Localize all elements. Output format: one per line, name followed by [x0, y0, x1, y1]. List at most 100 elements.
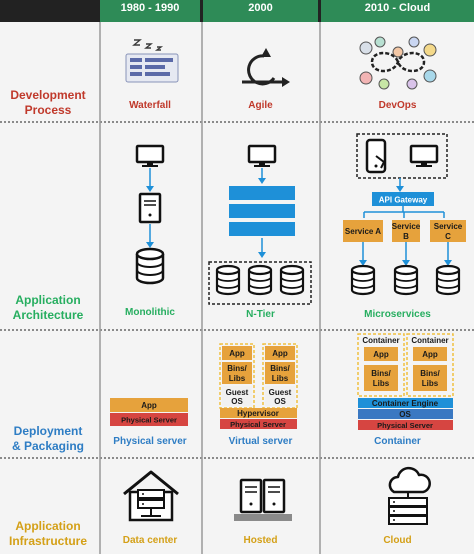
- arrow-head: [258, 252, 266, 258]
- container-server-box: [358, 420, 453, 430]
- row-label-deployment: Deployment & Packaging: [0, 424, 96, 454]
- c1-bins-box: [364, 365, 398, 391]
- c1-bins-line2: Libs: [373, 379, 390, 388]
- caption-hosted: Hosted: [243, 535, 278, 546]
- service-db-arrows: [362, 242, 449, 262]
- vm1-app-label: App: [229, 349, 245, 358]
- mobile-phone-icon: [365, 138, 387, 174]
- database-icon: [435, 264, 461, 296]
- api-gateway-label: API Gateway: [379, 196, 428, 205]
- virtual-server-label: Physical Server: [230, 420, 286, 429]
- row-label-infrastructure-line1: Application: [15, 519, 81, 533]
- row-label-deployment-line1: Deployment: [13, 424, 83, 438]
- c2-bins-line2: Libs: [422, 379, 439, 388]
- caption-microservices: Microservices: [364, 309, 431, 320]
- vm1-app-box: [222, 346, 252, 360]
- header-1980: 1980 - 1990: [120, 2, 180, 14]
- container-box-1: [357, 333, 405, 397]
- tier-stack: [229, 186, 295, 236]
- gateway-connectors: [363, 206, 445, 218]
- service-db-arrowheads: [359, 260, 452, 266]
- monitor-icon: [247, 144, 277, 167]
- hypervisor-box: [220, 408, 297, 418]
- caption-virtual-server: Virtual server: [228, 436, 293, 447]
- vm2-os-label: OS: [274, 397, 286, 406]
- caption-container: Container: [374, 436, 421, 447]
- header-cell-2010: [321, 0, 474, 22]
- vm1-os-label: OS: [231, 397, 243, 406]
- monitor-icon: [135, 144, 165, 167]
- vm1-guest-label: Guest: [226, 388, 249, 397]
- database-icon: [279, 264, 305, 296]
- header-2000: 2000: [248, 2, 273, 14]
- agile-cycle-icon: [242, 48, 290, 87]
- row-label-infrastructure-line2: Infrastructure: [8, 534, 88, 548]
- row-label-development-line2: Process: [24, 103, 72, 117]
- caption-ntier: N-Tier: [246, 309, 275, 320]
- client-box: [356, 133, 448, 179]
- c1-bins-line1: Bins/: [371, 369, 391, 378]
- database-icon: [350, 264, 376, 296]
- caption-waterfall: Waterfall: [129, 100, 171, 111]
- container2-label: Container: [411, 336, 448, 345]
- service-b-label-line1: Service: [392, 222, 421, 231]
- api-gateway-box: [372, 192, 434, 206]
- c2-app-box: [413, 347, 447, 361]
- c2-bins-box: [413, 365, 447, 391]
- vm1-bins-label-line1: Bins/: [227, 364, 247, 373]
- container-server-label: Physical Server: [377, 421, 433, 430]
- service-c-box: [430, 220, 466, 242]
- physical-server-label: Physical Server: [121, 416, 177, 425]
- caption-datacenter: Data center: [122, 535, 178, 546]
- vm1-bins-label-line2: Libs: [229, 374, 246, 383]
- db-cluster-box: [208, 261, 312, 305]
- arrow-head: [146, 186, 154, 192]
- monitor-icon: [409, 144, 439, 167]
- arrow-head: [396, 186, 404, 192]
- cloud-icon: [388, 466, 431, 525]
- c2-bins-line1: Bins/: [420, 369, 440, 378]
- vm2-guest-label: Guest: [269, 388, 292, 397]
- c2-app-label: App: [422, 350, 438, 359]
- row-label-development-line1: Development: [10, 88, 86, 102]
- tower-server-icon: [138, 192, 162, 224]
- arrow-head: [146, 242, 154, 248]
- row-label-architecture: Application Architecture: [0, 293, 96, 323]
- caption-monolithic: Monolithic: [125, 307, 175, 318]
- row-label-infrastructure: Application Infrastructure: [0, 519, 96, 549]
- vm1-bins-box: [222, 362, 252, 384]
- row-label-architecture-line2: Architecture: [12, 308, 84, 322]
- container-engine-label: Container Engine: [372, 399, 439, 408]
- container-os-box: [358, 409, 453, 419]
- vm2-bins-label-line2: Libs: [272, 374, 289, 383]
- row-label-deployment-line2: & Packaging: [11, 439, 85, 453]
- service-a-box: [343, 220, 383, 242]
- caption-cloud: Cloud: [383, 535, 412, 546]
- row-label-development: Development Process: [0, 88, 96, 118]
- service-c-label-line1: Service: [434, 222, 463, 231]
- physical-app-box: [110, 398, 188, 412]
- physical-server-box: [110, 413, 188, 426]
- database-icon: [135, 247, 165, 285]
- row-label-architecture-line1: Application: [15, 293, 81, 307]
- header-2010: 2010 - Cloud: [364, 2, 431, 14]
- virtual-server-box: [220, 419, 297, 429]
- database-icon: [247, 264, 273, 296]
- grid-lines: [0, 121, 474, 459]
- database-icon: [393, 264, 419, 296]
- container-box-2: [406, 333, 454, 397]
- service-b-box: [392, 220, 420, 242]
- arrow-head: [258, 178, 266, 184]
- vm2-bins-label-line1: Bins/: [270, 364, 290, 373]
- header-cell-1980: [100, 0, 200, 22]
- service-b-label-line2: B: [403, 232, 409, 241]
- vm1-os-box: [222, 386, 252, 406]
- header-cell-2000: [203, 0, 318, 22]
- vm2-bins-box: [265, 362, 295, 384]
- task-list-icon: [125, 39, 179, 83]
- container-engine-box: [358, 398, 453, 408]
- vm2-app-box: [265, 346, 295, 360]
- server-rack-icon: [234, 478, 292, 521]
- service-c-label-line2: C: [445, 232, 451, 241]
